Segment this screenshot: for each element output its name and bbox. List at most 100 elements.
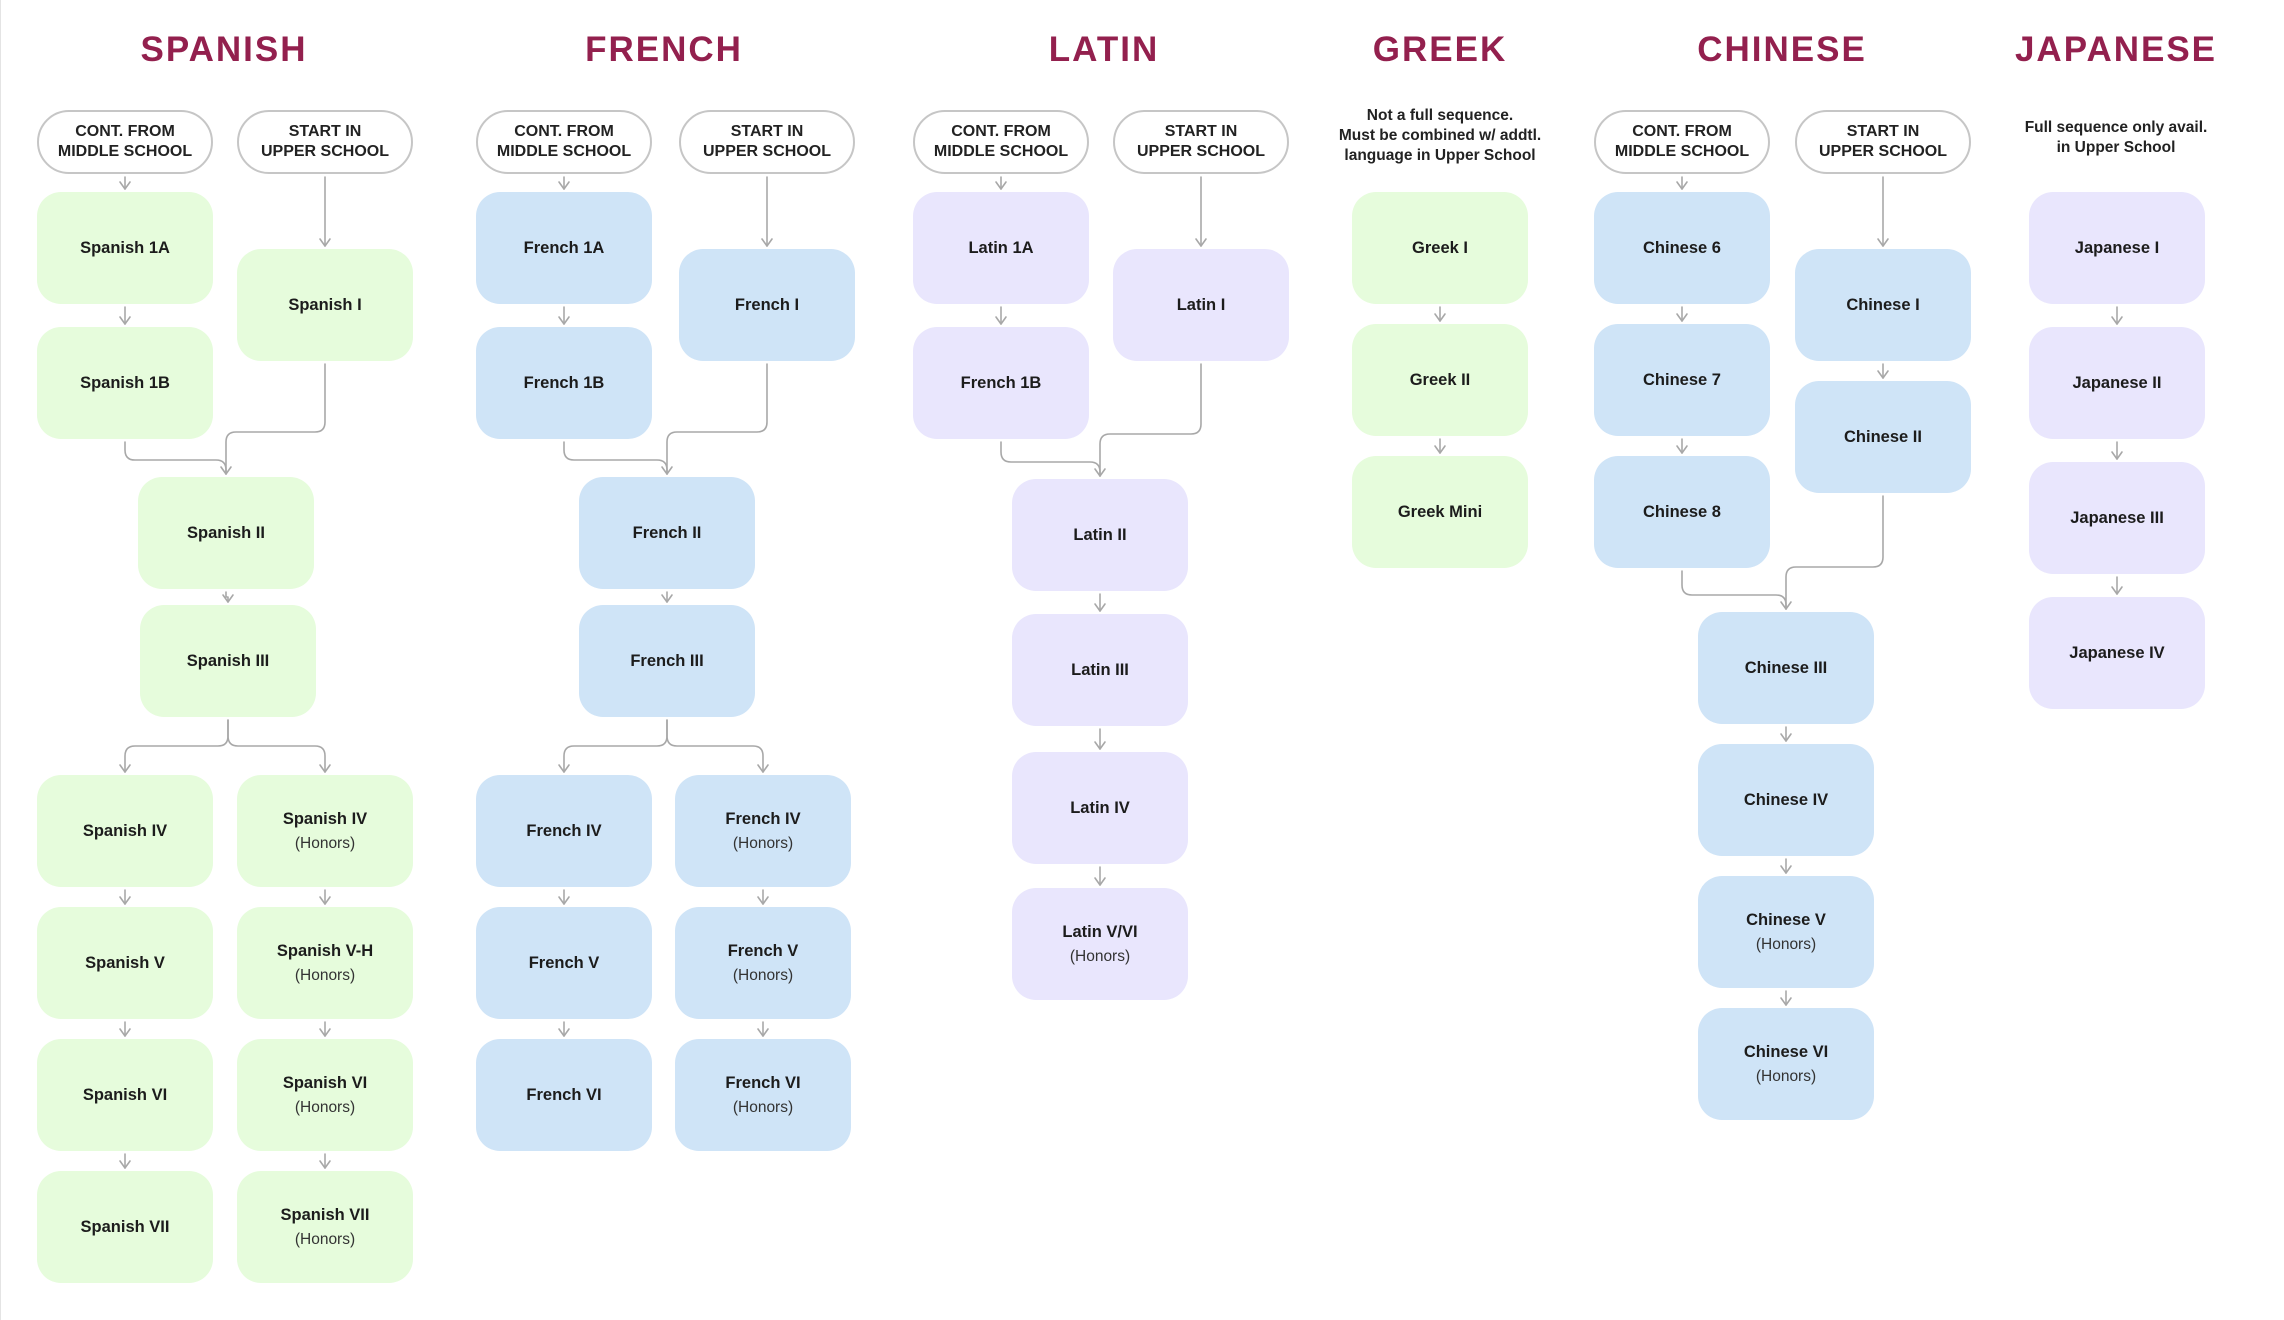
- french-connector-8-arrowhead: [757, 896, 769, 905]
- course-name: Spanish 1B: [80, 374, 170, 392]
- course-box-latin-iii: Latin III: [1012, 614, 1188, 726]
- course-level-note: (Honors): [294, 966, 356, 984]
- course-box-japanese-i: Japanese I: [2029, 192, 2205, 304]
- french-connector-1-arrowhead: [558, 316, 570, 325]
- course-box-spanish-iv: Spanish IV: [37, 775, 213, 887]
- course-name: Latin 1A: [968, 239, 1034, 257]
- chinese-connector-3-arrowhead: [1877, 238, 1889, 247]
- course-box-french-vi: French VI: [476, 1039, 652, 1151]
- french-connector-7-arrowhead: [558, 1028, 570, 1037]
- course-box-japanese-ii: Japanese II: [2029, 327, 2205, 439]
- latin-connector-0-arrowhead: [995, 181, 1007, 190]
- course-level-note: (Honors): [294, 1098, 356, 1116]
- french-connector-5-0: [563, 719, 668, 773]
- course-name: Greek I: [1412, 239, 1468, 257]
- course-name: Latin II: [1073, 526, 1127, 544]
- course-box-spanish-iv-honors: Spanish IV (Honors): [237, 775, 413, 887]
- french-title: FRENCH: [585, 30, 743, 69]
- course-name: French 1B: [523, 374, 605, 392]
- course-name: Japanese IV: [2069, 644, 2165, 662]
- japanese-connector-2-arrowhead: [2111, 586, 2123, 595]
- greek-sequence-note: Not a full sequence. Must be combined w/…: [1338, 107, 1542, 164]
- course-name: Japanese I: [2074, 239, 2160, 257]
- course-name: Spanish VI: [282, 1073, 368, 1092]
- french-connector-5-1-arrowhead: [757, 764, 769, 773]
- course-box-spanish-1b: Spanish 1B: [37, 327, 213, 439]
- course-box-spanish-ii: Spanish II: [138, 477, 314, 589]
- spanish-connector-5-1: [227, 719, 326, 773]
- course-box-latin-v-vi-honors: Latin V/VI(Honors): [1012, 888, 1188, 1000]
- chinese-connector-5-arrowhead: [1780, 601, 1792, 610]
- french-connector-3-arrowhead: [661, 466, 673, 475]
- french-connector-3-0: [563, 441, 668, 475]
- course-box-japanese-iv: Japanese IV: [2029, 597, 2205, 709]
- course-box-japanese-iii: Japanese III: [2029, 462, 2205, 574]
- latin-connector-3-0: [1000, 441, 1101, 477]
- course-box-chinese-v-honors: Chinese V (Honors): [1698, 876, 1874, 988]
- french-connector-0-arrowhead: [558, 181, 570, 190]
- spanish-connector-3-arrowhead: [220, 466, 232, 475]
- course-name: Spanish II: [187, 524, 265, 542]
- japanese-connector-1-arrowhead: [2111, 451, 2123, 460]
- course-box-greek-mini: Greek Mini: [1352, 456, 1528, 568]
- greek-connector-0-arrowhead: [1434, 313, 1446, 322]
- course-name: French IV: [725, 809, 801, 828]
- course-box-spanish-vii-honors: Spanish VII(Honors): [237, 1171, 413, 1283]
- greek-connector-1-arrowhead: [1434, 445, 1446, 454]
- chinese-connector-5-0: [1681, 570, 1787, 610]
- course-box-chinese-ii: Chinese II: [1795, 381, 1971, 493]
- course-box-latin-ii: Latin II: [1012, 479, 1188, 591]
- course-name: French VI: [725, 1073, 801, 1092]
- course-name: Spanish V: [85, 954, 165, 972]
- course-box-chinese-8: Chinese 8: [1594, 456, 1770, 568]
- course-level-note: (Honors): [1755, 935, 1817, 953]
- spanish-title: SPANISH: [140, 30, 308, 69]
- course-box-french-v: French V: [476, 907, 652, 1019]
- course-box-chinese-6: Chinese 6: [1594, 192, 1770, 304]
- course-name: French II: [632, 524, 702, 542]
- course-name: Spanish IV: [282, 809, 368, 828]
- course-name: French V: [528, 954, 600, 972]
- course-name: Spanish 1A: [80, 239, 170, 257]
- course-level-note: (Honors): [294, 834, 356, 852]
- course-name: Spanish I: [288, 296, 362, 314]
- course-box-spanish-vi: Spanish VI: [37, 1039, 213, 1151]
- latin-connector-3-arrowhead: [1094, 468, 1106, 477]
- latin-connector-1-arrowhead: [995, 316, 1007, 325]
- course-name: Japanese II: [2072, 374, 2162, 392]
- spanish-connector-3-0: [124, 441, 227, 475]
- course-name: Spanish VI: [82, 1086, 168, 1104]
- french-connector-6-arrowhead: [558, 896, 570, 905]
- spanish-connector-4: [225, 591, 229, 603]
- spanish-connector-10-arrowhead: [319, 1028, 331, 1037]
- course-name: Japanese III: [2070, 509, 2164, 527]
- page-left-border: [0, 0, 1, 1320]
- latin-continue-from-middle-school-header: CONT. FROM MIDDLE SCHOOL: [913, 110, 1089, 174]
- chinese-continue-from-middle-school-header: CONT. FROM MIDDLE SCHOOL: [1594, 110, 1770, 174]
- course-box-spanish-1a: Spanish 1A: [37, 192, 213, 304]
- course-box-french-vi-honors: French VI (Honors): [675, 1039, 851, 1151]
- greek-title: GREEK: [1372, 30, 1508, 69]
- latin-connector-2-arrowhead: [1195, 238, 1207, 247]
- course-name: French 1A: [523, 239, 605, 257]
- course-box-french-1b: French 1B: [913, 327, 1089, 439]
- course-name: Chinese 8: [1643, 503, 1721, 521]
- course-box-french-1a: French 1A: [476, 192, 652, 304]
- course-box-chinese-iii: Chinese III: [1698, 612, 1874, 724]
- course-level-note: (Honors): [732, 966, 794, 984]
- course-level-note: (Honors): [1069, 947, 1131, 965]
- latin-connector-5-arrowhead: [1094, 741, 1106, 750]
- course-name: French 1B: [960, 374, 1042, 392]
- course-name: Greek Mini: [1397, 503, 1483, 521]
- course-level-note: (Honors): [732, 834, 794, 852]
- spanish-connector-3-1: [225, 363, 326, 475]
- french-connector-5-0-arrowhead: [558, 764, 570, 773]
- french-connector-3-1: [666, 363, 768, 475]
- spanish-connector-2-arrowhead: [319, 238, 331, 247]
- course-level-note: (Honors): [732, 1098, 794, 1116]
- chinese-connector-2-arrowhead: [1676, 445, 1688, 454]
- spanish-connector-9-arrowhead: [319, 896, 331, 905]
- course-name: Latin I: [1176, 296, 1226, 314]
- course-name: Chinese V: [1746, 910, 1826, 929]
